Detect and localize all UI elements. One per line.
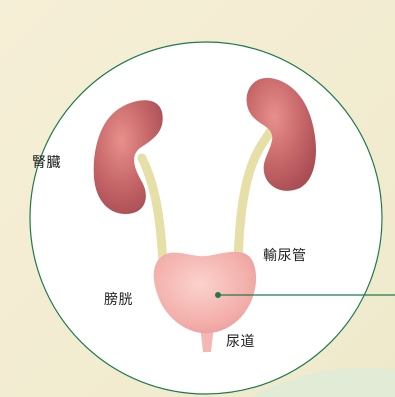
label-urethra: 尿道 <box>226 331 255 351</box>
label-bladder: 膀胱 <box>104 289 133 309</box>
label-ureter: 輸尿管 <box>263 245 307 265</box>
label-kidney: 腎臓 <box>32 152 61 172</box>
pointer-dot <box>215 292 221 298</box>
